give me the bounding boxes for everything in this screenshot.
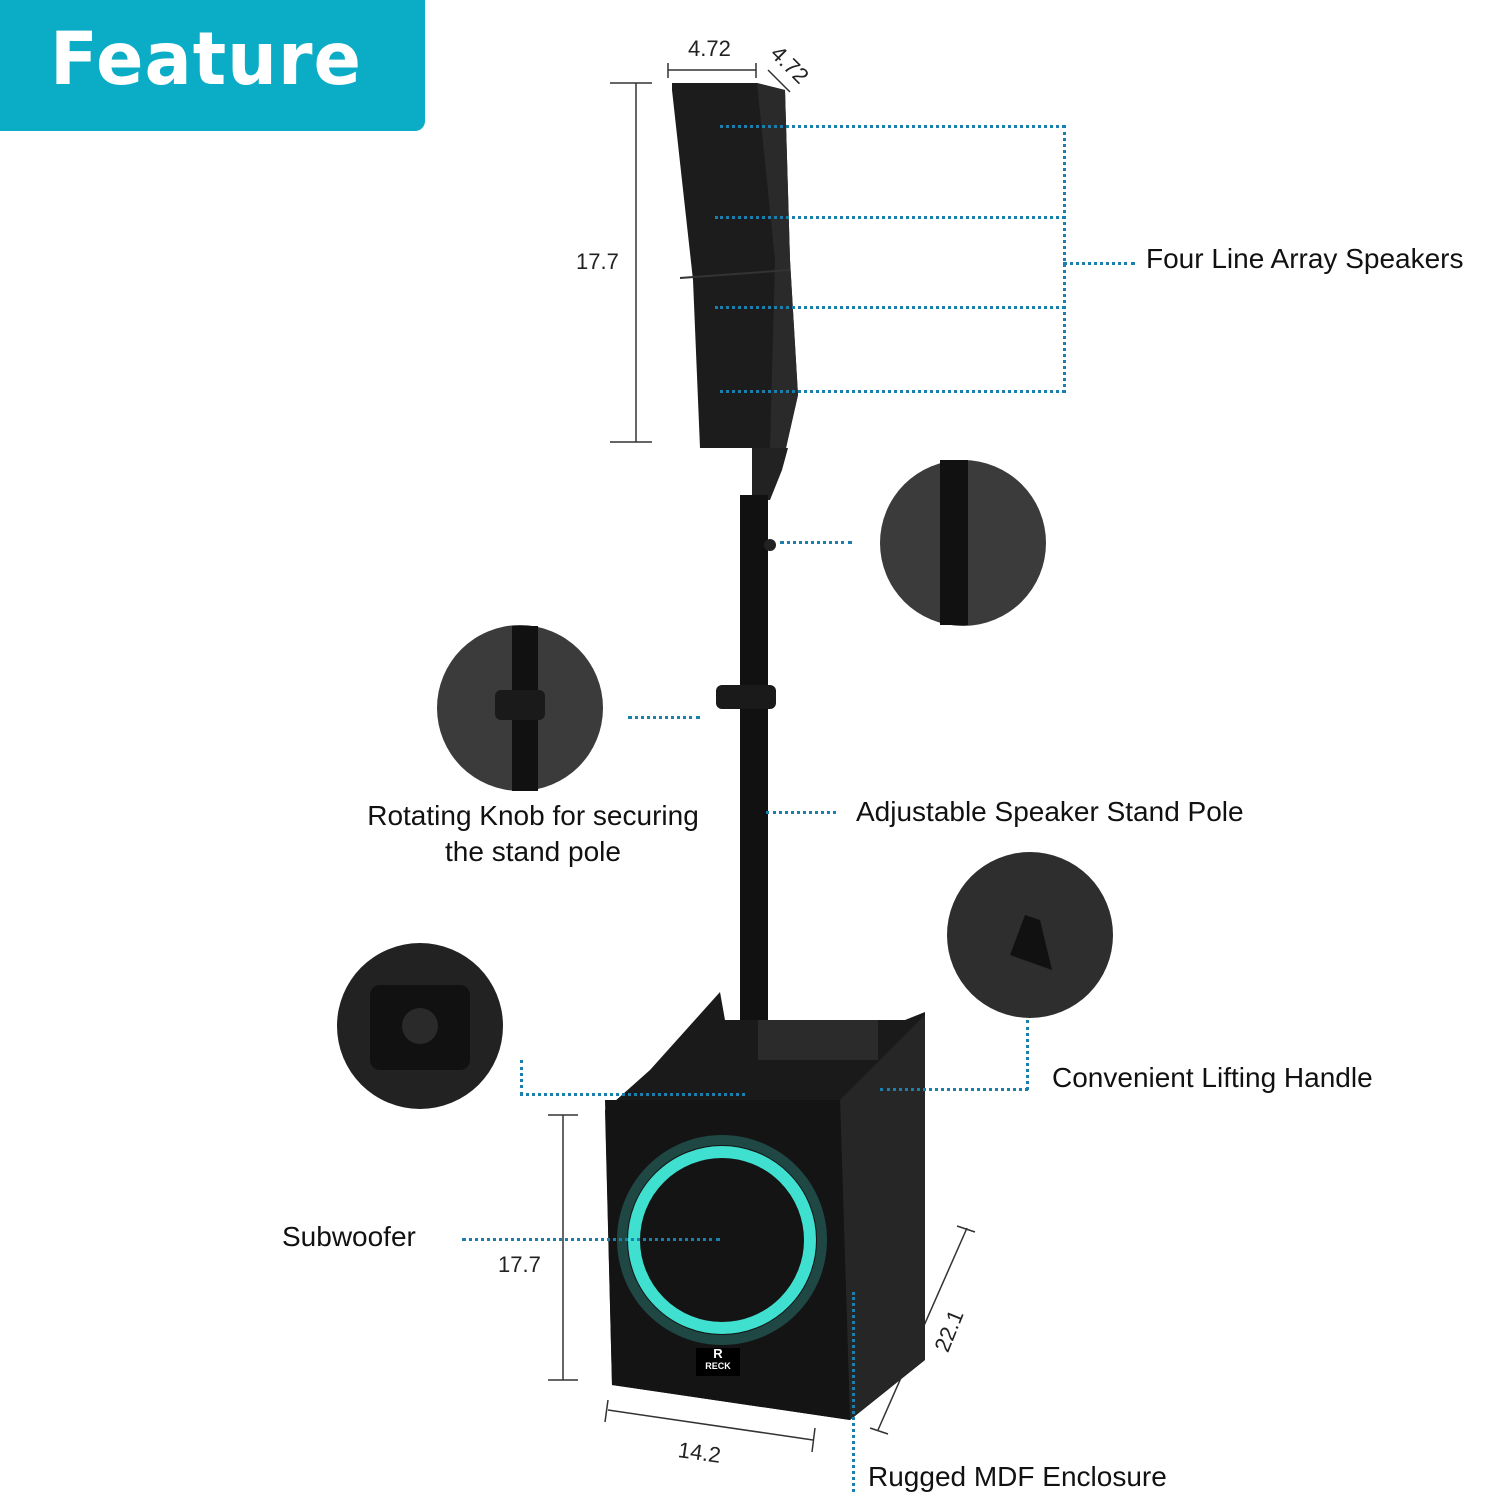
- dim-top-height: 17.7: [576, 249, 619, 274]
- leader-line: [1063, 125, 1066, 393]
- label-stand-pole: Adjustable Speaker Stand Pole: [856, 796, 1244, 827]
- leader-line: [852, 1292, 855, 1492]
- leader-line: [462, 1238, 720, 1241]
- feature-banner: [0, 0, 425, 131]
- leader-line: [520, 1060, 523, 1095]
- label-knob: Rotating Knob for securing the stand pol…: [348, 800, 718, 868]
- label-knob-line1: Rotating Knob for securing: [367, 800, 699, 831]
- label-subwoofer: Subwoofer: [282, 1221, 416, 1252]
- leader-line: [766, 811, 836, 814]
- brand-logo-text: RECK: [705, 1361, 731, 1371]
- stand-pole: [740, 495, 768, 1100]
- label-line-array: Four Line Array Speakers: [1146, 243, 1464, 274]
- label-knob-line2: the stand pole: [445, 836, 621, 867]
- label-enclosure: Rugged MDF Enclosure: [868, 1461, 1167, 1492]
- dimension-lines: [548, 63, 976, 1453]
- leader-line: [780, 541, 852, 544]
- dim-top-width: 4.72: [688, 36, 731, 61]
- leader-line: [1063, 262, 1135, 265]
- leader-line: [520, 1093, 745, 1096]
- leader-line: [628, 716, 700, 719]
- brand-logo: R RECK: [696, 1346, 740, 1376]
- leader-line: [715, 306, 1065, 309]
- leader-line: [720, 390, 1065, 393]
- leader-line: [1026, 1020, 1029, 1090]
- dim-sub-height: 17.7: [498, 1252, 541, 1277]
- leader-line: [880, 1088, 1028, 1091]
- leader-line: [720, 125, 1065, 128]
- brand-logo-letter: R: [713, 1346, 723, 1361]
- banner-title: Feature: [50, 15, 362, 103]
- leader-line: [715, 216, 1065, 219]
- label-lifting-handle: Convenient Lifting Handle: [1052, 1062, 1373, 1093]
